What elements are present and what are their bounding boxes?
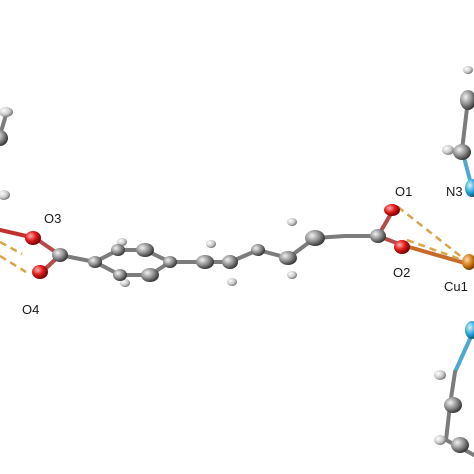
label-cu1: Cu1 [444, 279, 468, 294]
label-o3: O3 [44, 211, 61, 226]
oxygen-atom-o4 [32, 265, 48, 279]
hydrogen-atom [434, 435, 446, 445]
copper-atoms [462, 254, 474, 270]
carbon-atom [305, 230, 325, 246]
copper-atom-cu1 [462, 254, 474, 270]
hydrogen-atom [287, 271, 297, 279]
atom-labels: O1 O2 O3 O4 N3 Cu1 [22, 184, 468, 317]
hydrogen-atom [442, 145, 454, 155]
oxygen-atom-o2 [394, 240, 410, 254]
carbon-atom [111, 244, 125, 256]
oxygen-atom-o1 [384, 204, 400, 216]
hydrogen-atom [120, 279, 130, 287]
carbon-atom [460, 90, 474, 110]
hydrogen-atoms [0, 66, 473, 445]
carbon-atom [370, 229, 386, 243]
hydrogen-atom [227, 278, 237, 286]
carbon-atoms [0, 90, 474, 453]
coord-bond-left [0, 254, 27, 274]
hydrogen-atom [434, 370, 446, 380]
nitrogen-atom-n3 [465, 179, 474, 197]
carbon-atom [444, 397, 462, 413]
carbon-atom [196, 255, 214, 269]
coord-bond-o2-cu1 [406, 238, 469, 264]
carbon-atom [0, 130, 8, 146]
carbon-atom [136, 243, 154, 257]
nitrogen-atoms [465, 179, 474, 339]
hydrogen-atom [463, 66, 473, 74]
carbon-atom [163, 256, 177, 268]
hydrogen-atom [0, 107, 13, 117]
carbon-atom [88, 256, 102, 268]
hydrogen-atom [287, 218, 297, 226]
label-o4: O4 [22, 302, 39, 317]
carbon-atom [453, 144, 471, 160]
label-o2: O2 [393, 265, 410, 280]
carbon-atom [52, 248, 68, 262]
coord-bond-left-2 [0, 240, 23, 256]
carbon-atom [141, 268, 159, 282]
oxygen-atom-o3 [25, 231, 41, 245]
carbon-atom [113, 269, 127, 281]
carbon-atom [279, 251, 297, 265]
carbon-atom [222, 255, 238, 269]
carbon-atom [251, 244, 265, 256]
coord-bond-o1-cu1 [397, 206, 469, 263]
nitrogen-atom [465, 321, 474, 339]
carbon-atom [451, 437, 469, 453]
oxygen-atoms [25, 204, 410, 279]
bond-o2-cu1 [400, 243, 470, 266]
hydrogen-atom [206, 240, 216, 248]
hydrogen-atom [0, 190, 10, 200]
label-n3: N3 [446, 184, 463, 199]
hydrogen-atom [117, 238, 127, 246]
coordination-bonds [0, 206, 469, 274]
label-o1: O1 [395, 184, 412, 199]
